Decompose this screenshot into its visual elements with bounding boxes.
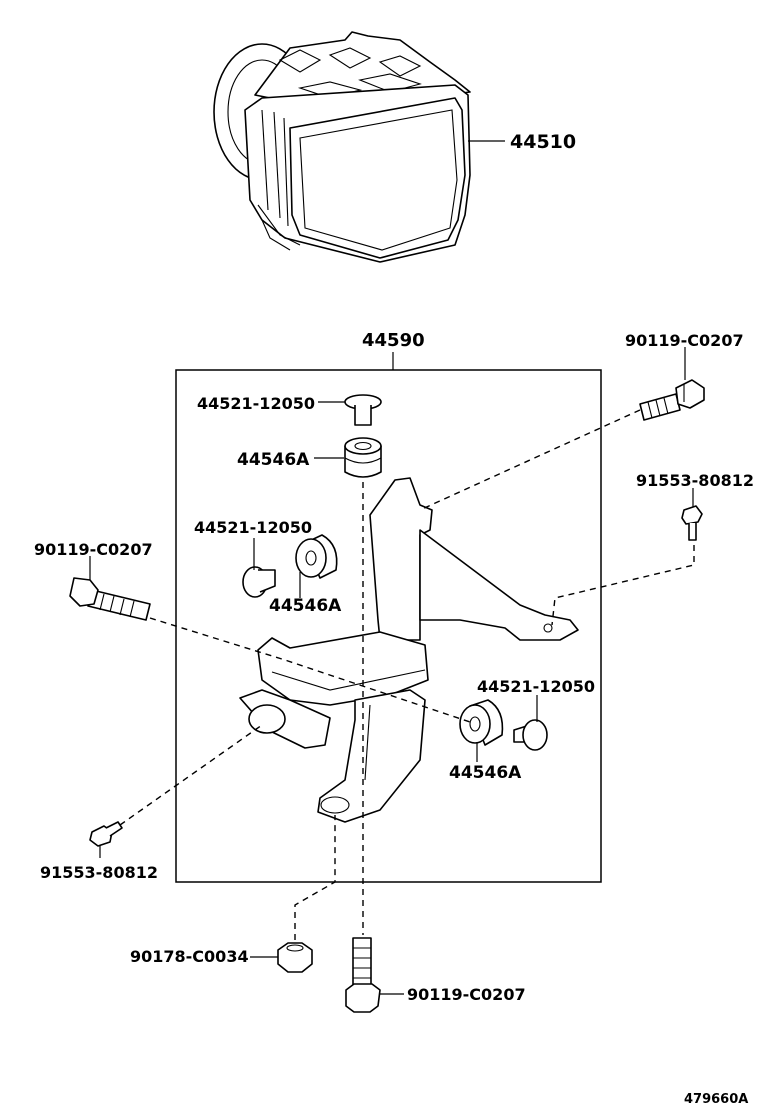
cushion-left [295, 534, 338, 579]
label-bolt-top-right: 90119-C0207 [625, 331, 744, 350]
screw-right [681, 505, 703, 541]
bracket-illustration [239, 477, 579, 823]
nut-bottom [277, 942, 313, 973]
cushion-right [459, 699, 504, 746]
axis-screw-left [119, 724, 263, 826]
abs-actuator-illustration [213, 31, 471, 263]
label-bolt-left: 90119-C0207 [34, 540, 153, 559]
label-bolt-bottom: 90119-C0207 [407, 985, 526, 1004]
cushion-top [344, 437, 382, 478]
axis-screw-right [551, 545, 695, 626]
label-cushion-right: 44546A [449, 763, 522, 783]
label-collar-right: 44521-12050 [477, 677, 595, 696]
collar-top [344, 394, 382, 426]
collar-right [513, 719, 548, 751]
screw-left [89, 821, 123, 847]
label-collar-left: 44521-12050 [194, 518, 312, 537]
label-44590: 44590 [362, 330, 425, 351]
label-cushion-left: 44546A [269, 596, 342, 616]
label-cushion-top: 44546A [237, 450, 310, 470]
label-collar-top: 44521-12050 [197, 394, 315, 413]
label-screw-right: 91553-80812 [636, 471, 754, 490]
bolt-left [69, 577, 151, 621]
bolt-bottom [345, 937, 381, 1013]
axis-bolt-top-right [419, 409, 641, 511]
label-screw-left: 91553-80812 [40, 863, 158, 882]
axis-nut-bottom [294, 815, 336, 940]
bolt-top-right [639, 379, 705, 421]
collar-left [242, 566, 276, 598]
axis-bolt-left [149, 617, 471, 723]
label-nut-bottom: 90178-C0034 [130, 947, 249, 966]
label-44510: 44510 [510, 131, 576, 153]
drawing-code: 479660A [684, 1092, 748, 1107]
